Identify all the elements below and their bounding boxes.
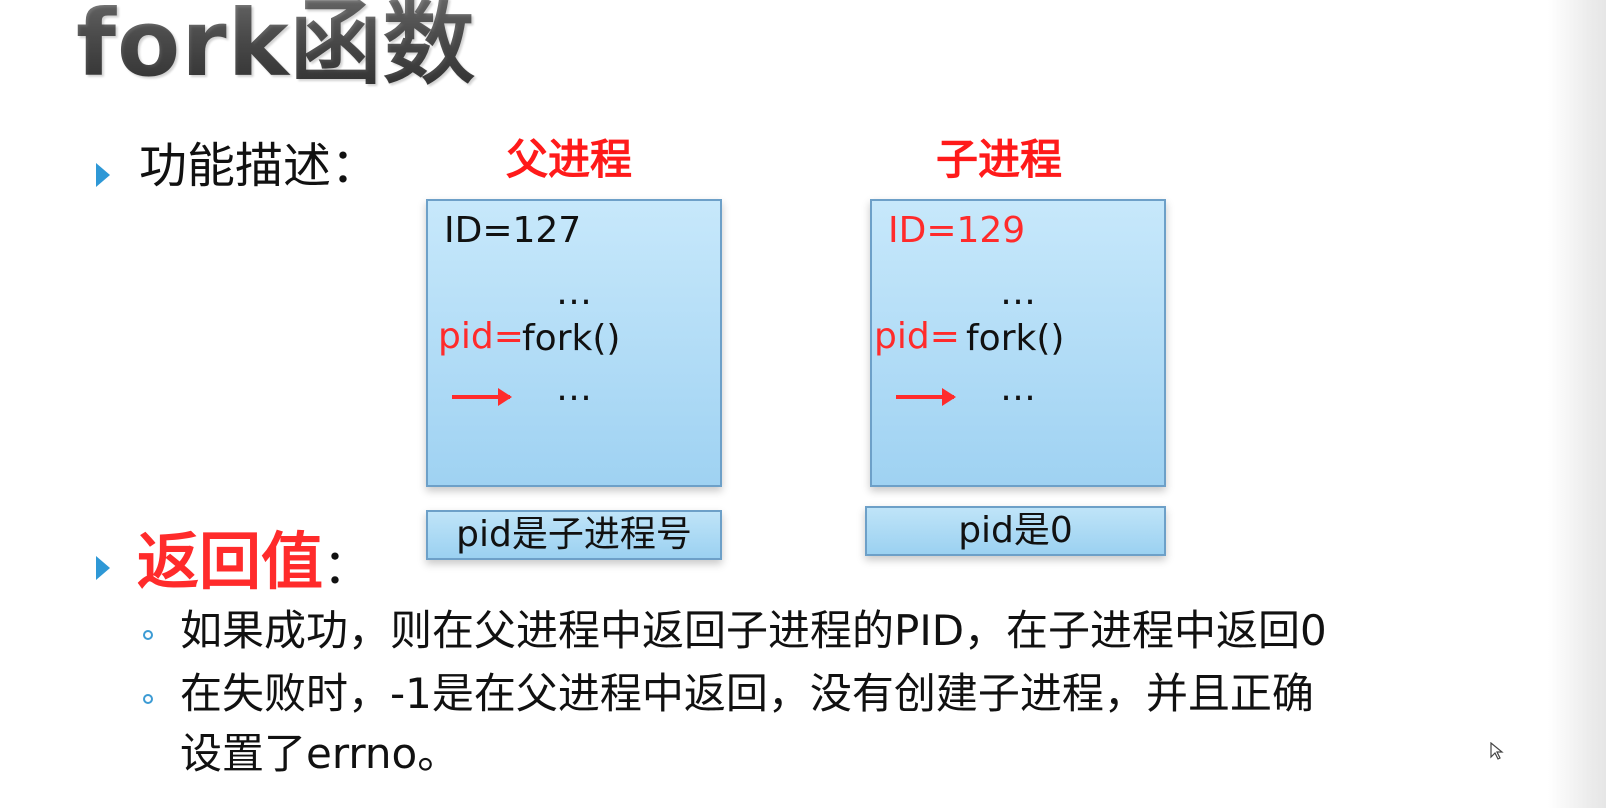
mouse-pointer-icon xyxy=(1490,741,1504,760)
parent-status-box: pid是子进程号 xyxy=(426,510,722,560)
section-return-value-suffix: ： xyxy=(323,539,372,595)
return-failure-line-1: 在失败时，-1是在父进程中返回，没有创建子进程，并且正确 xyxy=(180,669,1314,718)
parent-arrow-right-icon xyxy=(452,388,512,406)
section-function-description-label: 功能描述： xyxy=(139,138,380,194)
return-failure-line-2: 设置了errno。 xyxy=(180,729,460,778)
child-id-line: ID=129 xyxy=(888,210,1026,251)
circle-bullet-icon xyxy=(143,630,153,640)
return-success-line: 如果成功，则在父进程中返回子进程的PID，在子进程中返回0 xyxy=(180,606,1327,655)
parent-ellipsis-bottom: … xyxy=(556,368,592,409)
parent-process-box: ID=127 … pid= fork() … xyxy=(426,199,722,487)
child-status-box: pid是0 xyxy=(865,506,1166,556)
right-edge-shadow xyxy=(1548,0,1606,808)
child-pid-prefix: pid= xyxy=(874,316,960,357)
parent-id-line: ID=127 xyxy=(444,210,582,251)
child-process-box: ID=129 … pid= fork() … xyxy=(870,199,1166,487)
child-ellipsis-top: … xyxy=(1000,272,1036,313)
parent-process-label: 父进程 xyxy=(506,135,633,184)
section-return-value: 返回值： xyxy=(137,525,372,598)
child-process-label: 子进程 xyxy=(936,135,1063,184)
child-arrow-right-icon xyxy=(896,388,956,406)
parent-pid-prefix: pid= xyxy=(438,316,524,357)
child-ellipsis-bottom: … xyxy=(1000,368,1036,409)
section-return-value-label: 返回值 xyxy=(137,525,324,598)
triangle-right-icon xyxy=(96,556,110,580)
triangle-right-icon xyxy=(96,163,110,187)
parent-ellipsis-top: … xyxy=(556,272,592,313)
section-function-description: 功能描述： xyxy=(139,140,379,193)
child-fork-call: fork() xyxy=(966,318,1065,359)
parent-fork-call: fork() xyxy=(522,318,621,359)
circle-bullet-icon xyxy=(143,694,153,704)
slide-title: fork函数 xyxy=(76,0,476,97)
